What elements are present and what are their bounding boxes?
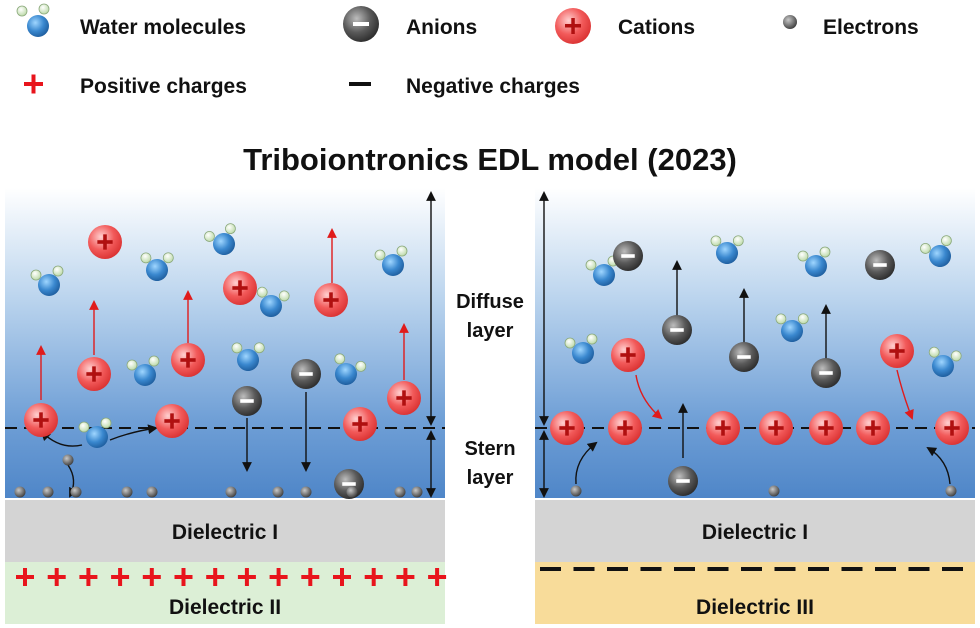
legend-anions-label: Anions	[406, 16, 477, 39]
anion	[232, 386, 262, 416]
right-panel: Dielectric I Dielectric III	[535, 188, 975, 624]
left-dielectric-i-label: Dielectric I	[172, 521, 278, 544]
water-molecule	[334, 353, 367, 385]
electron	[300, 486, 312, 498]
cation	[155, 404, 189, 438]
cation	[88, 225, 122, 259]
left-dielectric-i	[5, 500, 445, 562]
water-molecule	[564, 333, 598, 364]
stern-label-line2: layer	[467, 467, 514, 489]
electron	[272, 486, 284, 498]
diffuse-label-line1: Diffuse	[456, 291, 524, 313]
cation	[314, 283, 348, 317]
right-dielectric-i-label: Dielectric I	[702, 521, 808, 544]
cation	[809, 411, 843, 445]
electron	[394, 486, 406, 498]
anion	[811, 358, 841, 388]
water-molecule	[140, 252, 174, 281]
anion	[662, 315, 692, 345]
electron	[346, 486, 358, 498]
cation	[608, 411, 642, 445]
water-molecule	[374, 245, 408, 276]
electron-icon	[783, 15, 797, 29]
diffuse-label-line2: layer	[467, 320, 514, 342]
right-dielectric-iii	[535, 562, 975, 624]
red-curved-arrow	[635, 374, 663, 420]
electron	[14, 486, 26, 498]
left-panel: Dielectric I Dielectric II	[5, 188, 447, 624]
negative-charges-row	[540, 567, 963, 571]
water-molecule	[231, 342, 265, 371]
electron	[42, 486, 54, 498]
legend-water-label: Water molecules	[80, 16, 246, 39]
anion	[729, 342, 759, 372]
cation	[550, 411, 584, 445]
layer-labels: Diffuse layer Stern layer	[426, 191, 524, 498]
left-particles	[14, 223, 423, 499]
water-molecule	[797, 246, 831, 277]
electron	[570, 485, 582, 497]
legend-positive-label: Positive charges	[80, 75, 247, 98]
cation	[880, 334, 914, 368]
electron	[70, 486, 82, 498]
cation	[935, 411, 969, 445]
cation	[343, 407, 377, 441]
black-curved-arrow	[926, 446, 951, 485]
legend-electrons-label: Electrons	[823, 16, 919, 39]
positive-charge-icon	[24, 74, 43, 94]
black-curved-arrow	[109, 424, 158, 441]
cation	[77, 357, 111, 391]
electron	[945, 485, 957, 497]
water-molecule	[710, 235, 744, 264]
black-curved-arrow	[575, 441, 598, 485]
anion-icon	[343, 6, 379, 42]
left-dielectric-ii-label: Dielectric II	[169, 596, 281, 619]
negative-charge-icon	[349, 82, 371, 86]
legend-cations-label: Cations	[618, 16, 695, 39]
right-dielectric-i	[535, 500, 975, 562]
cation-icon	[555, 8, 591, 44]
cation	[611, 338, 645, 372]
water-molecule	[775, 313, 809, 342]
electron	[146, 486, 158, 498]
cation	[706, 411, 740, 445]
water-molecule	[256, 286, 290, 317]
cation	[759, 411, 793, 445]
right-particles	[550, 235, 969, 497]
water-molecule	[920, 235, 952, 267]
electron	[121, 486, 133, 498]
anion	[865, 250, 895, 280]
diagram-title: Triboiontronics EDL model (2023)	[243, 142, 737, 177]
cation	[223, 271, 257, 305]
cation	[387, 381, 421, 415]
anion	[668, 466, 698, 496]
legend: Water molecules Anions Cations Electrons…	[16, 3, 919, 98]
red-curved-arrow	[896, 369, 914, 420]
right-dielectric-iii-label: Dielectric III	[696, 596, 814, 619]
cation	[856, 411, 890, 445]
anion	[613, 241, 643, 271]
water-molecule-icon	[16, 3, 50, 37]
electron	[768, 485, 780, 497]
cation	[171, 343, 205, 377]
water-molecule	[126, 355, 160, 386]
cation	[24, 403, 58, 437]
water-molecule	[78, 417, 112, 448]
water-molecule	[928, 346, 962, 377]
legend-negative-label: Negative charges	[406, 75, 580, 98]
positive-charges-row	[16, 568, 447, 586]
water-molecule	[204, 223, 236, 255]
electron	[225, 486, 237, 498]
stern-label-line1: Stern	[464, 438, 515, 460]
electron	[62, 454, 74, 466]
water-molecule	[30, 265, 64, 296]
electron	[411, 486, 423, 498]
anion	[291, 359, 321, 389]
left-dielectric-ii	[5, 562, 445, 624]
